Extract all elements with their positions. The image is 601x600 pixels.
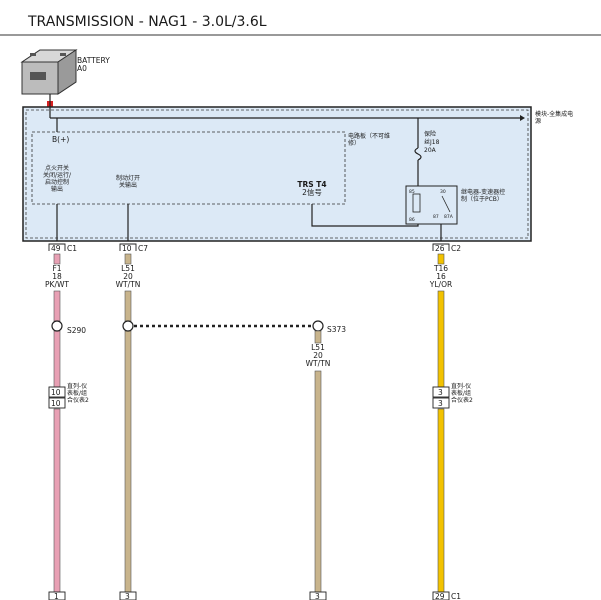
trs-label-2: 2信号 bbox=[302, 187, 322, 197]
wire-color-label: WT/TN bbox=[306, 359, 331, 368]
wire-gauge-label: 20 bbox=[313, 351, 323, 360]
fuse-label-2: 丝J18 bbox=[424, 138, 440, 146]
ign-label-3: 启动控制 bbox=[45, 178, 69, 186]
ign-label-1: 点火开关 bbox=[45, 164, 69, 172]
wire-circuit-label: F1 bbox=[52, 264, 61, 273]
relay-pin-85: 85 bbox=[409, 189, 415, 195]
battery-label: BATTERY bbox=[77, 56, 110, 65]
relay-contact-icon bbox=[441, 195, 451, 213]
relay-pin-86: 86 bbox=[409, 217, 415, 223]
trs-label-1: TRS T4 bbox=[297, 180, 326, 189]
fuse-label-1: 保险 bbox=[424, 130, 436, 138]
inline-label-3: 合仪表2 bbox=[451, 396, 473, 404]
splice-left-icon bbox=[122, 320, 134, 332]
relay-pin-87: 87 bbox=[433, 214, 439, 220]
battery-icon bbox=[20, 49, 78, 95]
inline-label-1: 直列-仪 bbox=[67, 382, 87, 390]
wire-f1-pk-wt bbox=[53, 253, 61, 594]
bottom-connector-2: 3 bbox=[119, 591, 137, 600]
connector-pin: 10 bbox=[122, 244, 132, 253]
bottom-connector-1: 1 bbox=[48, 591, 66, 600]
wire-circuit-label: L51 bbox=[311, 343, 325, 352]
bplus-label: B(+) bbox=[52, 135, 69, 144]
inline-pin-bottom: 3 bbox=[438, 399, 443, 408]
connector-pin: 3 bbox=[125, 592, 130, 600]
relay-coil-icon bbox=[412, 193, 421, 213]
wire-gauge-label: 16 bbox=[436, 272, 446, 281]
page-title: TRANSMISSION - NAG1 - 3.0L/3.6L bbox=[27, 14, 267, 30]
connector-pin: 1 bbox=[54, 592, 59, 600]
inline-label-1: 直列-仪 bbox=[451, 382, 471, 390]
inline-connector-right: 3 3 直列-仪 表板/组 合仪表2 bbox=[432, 382, 473, 409]
inline-label-2: 表板/组 bbox=[451, 389, 471, 397]
ign-label-2: 关闭/运行/ bbox=[43, 171, 72, 179]
wire-gauge-label: 20 bbox=[123, 272, 133, 281]
splice-s373-icon bbox=[312, 320, 324, 332]
wire-circuit-label: L51 bbox=[121, 264, 135, 273]
module-label-1: 模块-全集成电 bbox=[535, 110, 573, 118]
wire-color-label: WT/TN bbox=[116, 280, 141, 289]
trs-signal-path bbox=[311, 204, 419, 227]
relay-label-2: 制（位于PCB） bbox=[461, 195, 503, 203]
module-label-2: 源 bbox=[535, 117, 541, 125]
brake-label-2: 关输出 bbox=[119, 181, 137, 189]
splice-s373-label: S373 bbox=[327, 325, 346, 334]
bottom-connector-3: 3 bbox=[309, 591, 327, 600]
relay-label-1: 继电器-变速器控 bbox=[461, 188, 505, 196]
wire-color-label: YL/OR bbox=[429, 280, 452, 289]
connector-pin: 29 bbox=[435, 592, 445, 600]
wire-t16-yl-or bbox=[437, 253, 445, 594]
connector-name: C7 bbox=[138, 244, 148, 253]
wire-gauge-label: 18 bbox=[52, 272, 62, 281]
brake-label-1: 制动灯开 bbox=[116, 174, 140, 182]
connector-pin: 26 bbox=[435, 244, 445, 253]
fuse-label-3: 20A bbox=[424, 147, 437, 154]
bus-arrow-icon bbox=[520, 115, 525, 121]
inline-pin-top: 3 bbox=[438, 388, 443, 397]
connector-pin: 49 bbox=[51, 244, 61, 253]
inline-label-2: 表板/组 bbox=[67, 389, 87, 397]
connector-c7-10: 10 C7 bbox=[119, 243, 148, 253]
wire-l51-wt-tn-right bbox=[314, 330, 322, 594]
connector-name: C1 bbox=[451, 592, 461, 600]
connector-c1-49: 49 C1 bbox=[48, 243, 77, 253]
circuit-board-label-2: 修） bbox=[348, 139, 360, 147]
splice-s290-label: S290 bbox=[67, 326, 86, 335]
circuit-board-label-1: 电路板（不可维 bbox=[348, 132, 390, 140]
splice-s290-icon bbox=[51, 320, 63, 332]
connector-c2-26: 26 C2 bbox=[432, 243, 461, 253]
wire-l51-wt-tn-left bbox=[124, 253, 132, 594]
relay-pin-30: 30 bbox=[440, 189, 446, 195]
fuse-icon bbox=[414, 147, 422, 161]
module-inner-border bbox=[25, 109, 529, 239]
ign-label-4: 输出 bbox=[51, 185, 63, 193]
inline-pin-bottom: 10 bbox=[51, 399, 61, 408]
wire-circuit-label: T16 bbox=[433, 264, 448, 273]
battery-code: A0 bbox=[77, 64, 87, 73]
relay-box bbox=[405, 185, 458, 225]
connector-name: C1 bbox=[67, 244, 77, 253]
relay-pin-87a: 87A bbox=[444, 214, 454, 220]
connector-name: C2 bbox=[451, 244, 461, 253]
inline-connector-left: 10 10 直列-仪 表板/组 合仪表2 bbox=[48, 382, 89, 409]
circuit-board-box bbox=[31, 131, 346, 205]
inline-label-3: 合仪表2 bbox=[67, 396, 89, 404]
wire-color-label: PK/WT bbox=[45, 280, 69, 289]
inline-pin-top: 10 bbox=[51, 388, 61, 397]
bottom-connector-4: 29 C1 bbox=[432, 591, 461, 600]
connector-pin: 3 bbox=[315, 592, 320, 600]
